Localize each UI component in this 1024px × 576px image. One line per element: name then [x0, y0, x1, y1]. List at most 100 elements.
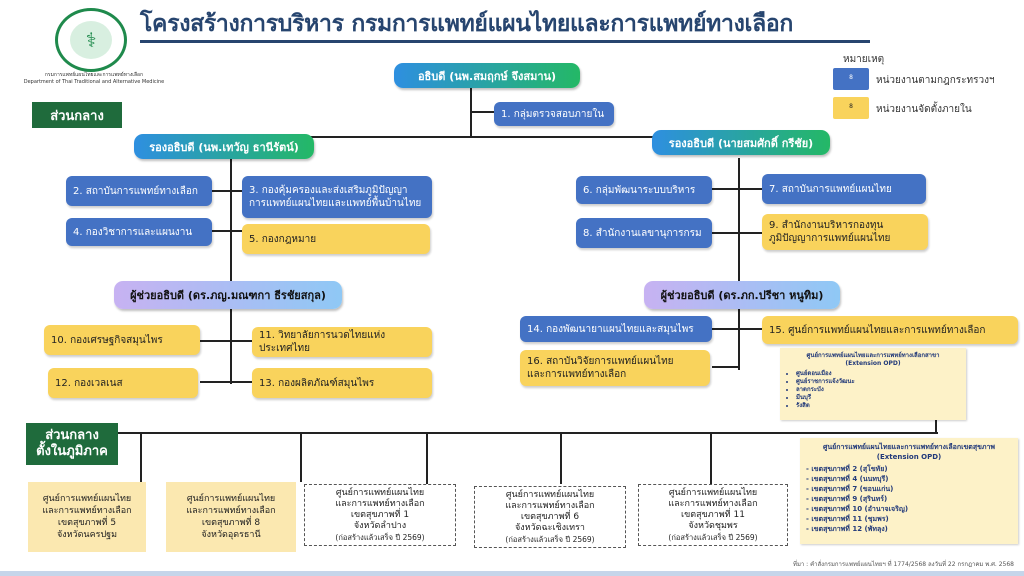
deputy-right-box: รองอธิบดี (นายสมศักดิ์ กรีชัย)	[652, 130, 830, 155]
title-underline	[140, 40, 870, 43]
legend-label-ministerial: หน่วยงานตามกฎกระทรวงฯ	[876, 75, 995, 86]
unit-admin-development-group: 6. กลุ่มพัฒนาระบบบริหาร	[576, 176, 712, 204]
director-general-box: อธิบดี (นพ.สมฤกษ์ จึงสมาน)	[394, 63, 580, 88]
connector-line	[426, 432, 428, 484]
unit-alternative-medicine-institute: 2. สถาบันการแพทย์ทางเลือก	[66, 176, 212, 206]
connector-line	[230, 136, 660, 138]
list-item: รังสิต	[796, 402, 960, 410]
connector-line	[212, 230, 242, 232]
center-line: เขตสุขภาพที่ 11	[681, 509, 745, 520]
construction-note: (ก่อสร้างแล้วเสร็จ ปี 2569)	[335, 532, 425, 542]
list-item: - เขตสุขภาพที่ 4 (นนทบุรี)	[806, 475, 889, 483]
branch-opd-note: ศูนย์การแพทย์แผนไทยและการแพทย์ทางเลือกสา…	[780, 348, 966, 420]
department-name-th: กรมการแพทย์แผนไทยและการแพทย์ทางเลือก	[44, 72, 144, 78]
list-item: ลาดกระบัง	[796, 386, 960, 394]
connector-line	[230, 308, 232, 384]
center-line: และการแพทย์ทางเลือก	[668, 498, 758, 509]
construction-note: (ก่อสร้างแล้วเสร็จ ปี 2569)	[668, 532, 758, 542]
center-line: จังหวัดฉะเชิงเทรา	[515, 522, 585, 533]
center-line: ศูนย์การแพทย์แผนไทย	[42, 494, 132, 504]
connector-line	[118, 432, 938, 434]
assistant-left-box: ผู้ช่วยอธิบดี (ดร.ภญ.มณฑกา ธีรชัยสกุล)	[114, 281, 342, 309]
bottom-bar	[0, 571, 1024, 576]
unit-wellness-division: 12. กองเวลเนส	[48, 368, 198, 398]
source-note: ที่มา : คำสั่งกรมการแพทย์แผนไทยฯ ที่ 177…	[793, 561, 1014, 568]
unit-herbal-products-division: 13. กองผลิตภัณฑ์สมุนไพร	[252, 368, 432, 398]
health-zone-opd-header: ศูนย์การแพทย์แผนไทยและการแพทย์ทางเลือกเข…	[822, 443, 996, 461]
center-line: ศูนย์การแพทย์แผนไทย	[335, 487, 425, 498]
unit-wisdom-protection-division: 3. กองคุ้มครองและส่งเสริมภูมิปัญญา การแพ…	[242, 176, 432, 218]
unit-drug-development-division: 14. กองพัฒนายาแผนไทยและสมุนไพร	[520, 316, 712, 342]
center-line: จังหวัดอุดรธานี	[201, 530, 261, 540]
section-central-label: ส่วนกลาง	[32, 102, 122, 128]
center-line: และการแพทย์ทางเลือก	[335, 498, 425, 509]
regional-center-zone-11: ศูนย์การแพทย์แผนไทย และการแพทย์ทางเลือก …	[638, 484, 788, 546]
connector-line	[140, 432, 142, 482]
deputy-left-box: รองอธิบดี (นพ.เทวัญ ธานีรัตน์)	[134, 134, 314, 159]
branch-opd-list: ศูนย์ดอนเมือง ศูนย์ราชการแจ้งวัฒนะ ลาดกร…	[786, 370, 960, 410]
connector-line	[738, 308, 740, 370]
ministry-seal-logo: ⚕	[55, 8, 127, 72]
list-item: - เขตสุขภาพที่ 12 (พัทลุง)	[806, 525, 888, 533]
unit-medical-center: 15. ศูนย์การแพทย์แผนไทยและการแพทย์ทางเลื…	[762, 316, 1018, 344]
legend-label-internal: หน่วยงานจัดตั้งภายใน	[876, 104, 972, 115]
center-line: ศูนย์การแพทย์แผนไทย	[186, 494, 276, 504]
department-name-en: Department of Thai Traditional and Alter…	[23, 79, 165, 85]
connector-line	[470, 86, 472, 138]
unit-legal-division: 5. กองกฎหมาย	[242, 224, 430, 254]
construction-note: (ก่อสร้างแล้วเสร็จ ปี 2569)	[505, 534, 595, 544]
list-item: - เขตสุขภาพที่ 2 (สุโขทัย)	[806, 465, 888, 473]
health-zone-opd-list: - เขตสุขภาพที่ 2 (สุโขทัย) - เขตสุขภาพที…	[806, 464, 1012, 534]
department-name: กรมการแพทย์แผนไทยและการแพทย์ทางเลือก Dep…	[4, 72, 184, 86]
unit-research-institute: 16. สถาบันวิจัยการแพทย์แผนไทย และการแพทย…	[520, 350, 710, 386]
legend-swatch-yellow: 8	[833, 97, 869, 119]
legend-title: หมายเหตุ	[843, 54, 885, 65]
unit-academic-planning-division: 4. กองวิชาการและแผนงาน	[66, 218, 212, 246]
connector-line	[212, 190, 242, 192]
unit-thai-medicine-institute: 7. สถาบันการแพทย์แผนไทย	[762, 174, 926, 204]
center-line: ศูนย์การแพทย์แผนไทย	[668, 487, 758, 498]
list-item: - เขตสุขภาพที่ 10 (อำนาจเจริญ)	[806, 505, 909, 513]
connector-line	[738, 158, 740, 282]
center-line: และการแพทย์ทางเลือก	[42, 506, 132, 516]
connector-line	[230, 158, 232, 282]
center-line: ศูนย์การแพทย์แผนไทย	[505, 489, 595, 500]
center-line: จังหวัดนครปฐม	[56, 530, 118, 540]
regional-center-zone-5: ศูนย์การแพทย์แผนไทย และการแพทย์ทางเลือก …	[28, 482, 146, 552]
connector-line	[472, 111, 494, 113]
connector-line	[300, 432, 302, 482]
regional-center-zone-1: ศูนย์การแพทย์แผนไทย และการแพทย์ทางเลือก …	[304, 484, 456, 546]
center-line: จังหวัดชุมพร	[688, 520, 738, 531]
unit-internal-audit: 1. กลุ่มตรวจสอบภายใน	[494, 102, 614, 126]
center-line: และการแพทย์ทางเลือก	[186, 506, 276, 516]
regional-center-zone-6: ศูนย์การแพทย์แผนไทย และการแพทย์ทางเลือก …	[474, 486, 626, 548]
regional-center-zone-8: ศูนย์การแพทย์แผนไทย และการแพทย์ทางเลือก …	[166, 482, 296, 552]
page-title: โครงสร้างการบริหาร กรมการแพทย์แผนไทยและก…	[140, 11, 794, 37]
center-line: เขตสุขภาพที่ 6	[520, 511, 580, 522]
connector-line	[712, 232, 762, 234]
unit-herbal-economy-division: 10. กองเศรษฐกิจสมุนไพร	[44, 325, 200, 355]
center-line: และการแพทย์ทางเลือก	[505, 500, 595, 511]
seal-emblem-icon: ⚕	[70, 21, 112, 59]
center-line: เขตสุขภาพที่ 1	[350, 509, 410, 520]
unit-secretary-office: 8. สำนักงานเลขานุการกรม	[576, 218, 712, 248]
list-item: ศูนย์ราชการแจ้งวัฒนะ	[796, 378, 960, 386]
connector-line	[200, 340, 252, 342]
legend-swatch-blue: 8	[833, 68, 869, 90]
connector-line	[712, 328, 762, 330]
list-item: - เขตสุขภาพที่ 7 (ขอนแก่น)	[806, 485, 894, 493]
unit-wisdom-fund-office: 9. สำนักงานบริหารกองทุน ภูมิปัญญาการแพทย…	[762, 214, 928, 250]
branch-opd-header: ศูนย์การแพทย์แผนไทยและการแพทย์ทางเลือกสา…	[806, 352, 940, 367]
list-item: - เขตสุขภาพที่ 11 (ชุมพร)	[806, 515, 889, 523]
center-line: เขตสุขภาพที่ 5	[57, 518, 117, 528]
list-item: ศูนย์ดอนเมือง	[796, 370, 960, 378]
connector-line	[710, 432, 712, 484]
connector-line	[712, 366, 740, 368]
center-line: จังหวัดลำปาง	[353, 520, 407, 531]
connector-line	[712, 188, 762, 190]
unit-thai-massage-college: 11. วิทยาลัยการนวดไทยแห่งประเทศไทย	[252, 327, 432, 357]
list-item: มีนบุรี	[796, 394, 960, 402]
section-regional-label: ส่วนกลาง ตั้งในภูมิภาค	[26, 423, 118, 465]
center-line: เขตสุขภาพที่ 8	[201, 518, 261, 528]
assistant-right-box: ผู้ช่วยอธิบดี (ดร.ภก.ปรีชา หนูทิม)	[644, 281, 840, 309]
